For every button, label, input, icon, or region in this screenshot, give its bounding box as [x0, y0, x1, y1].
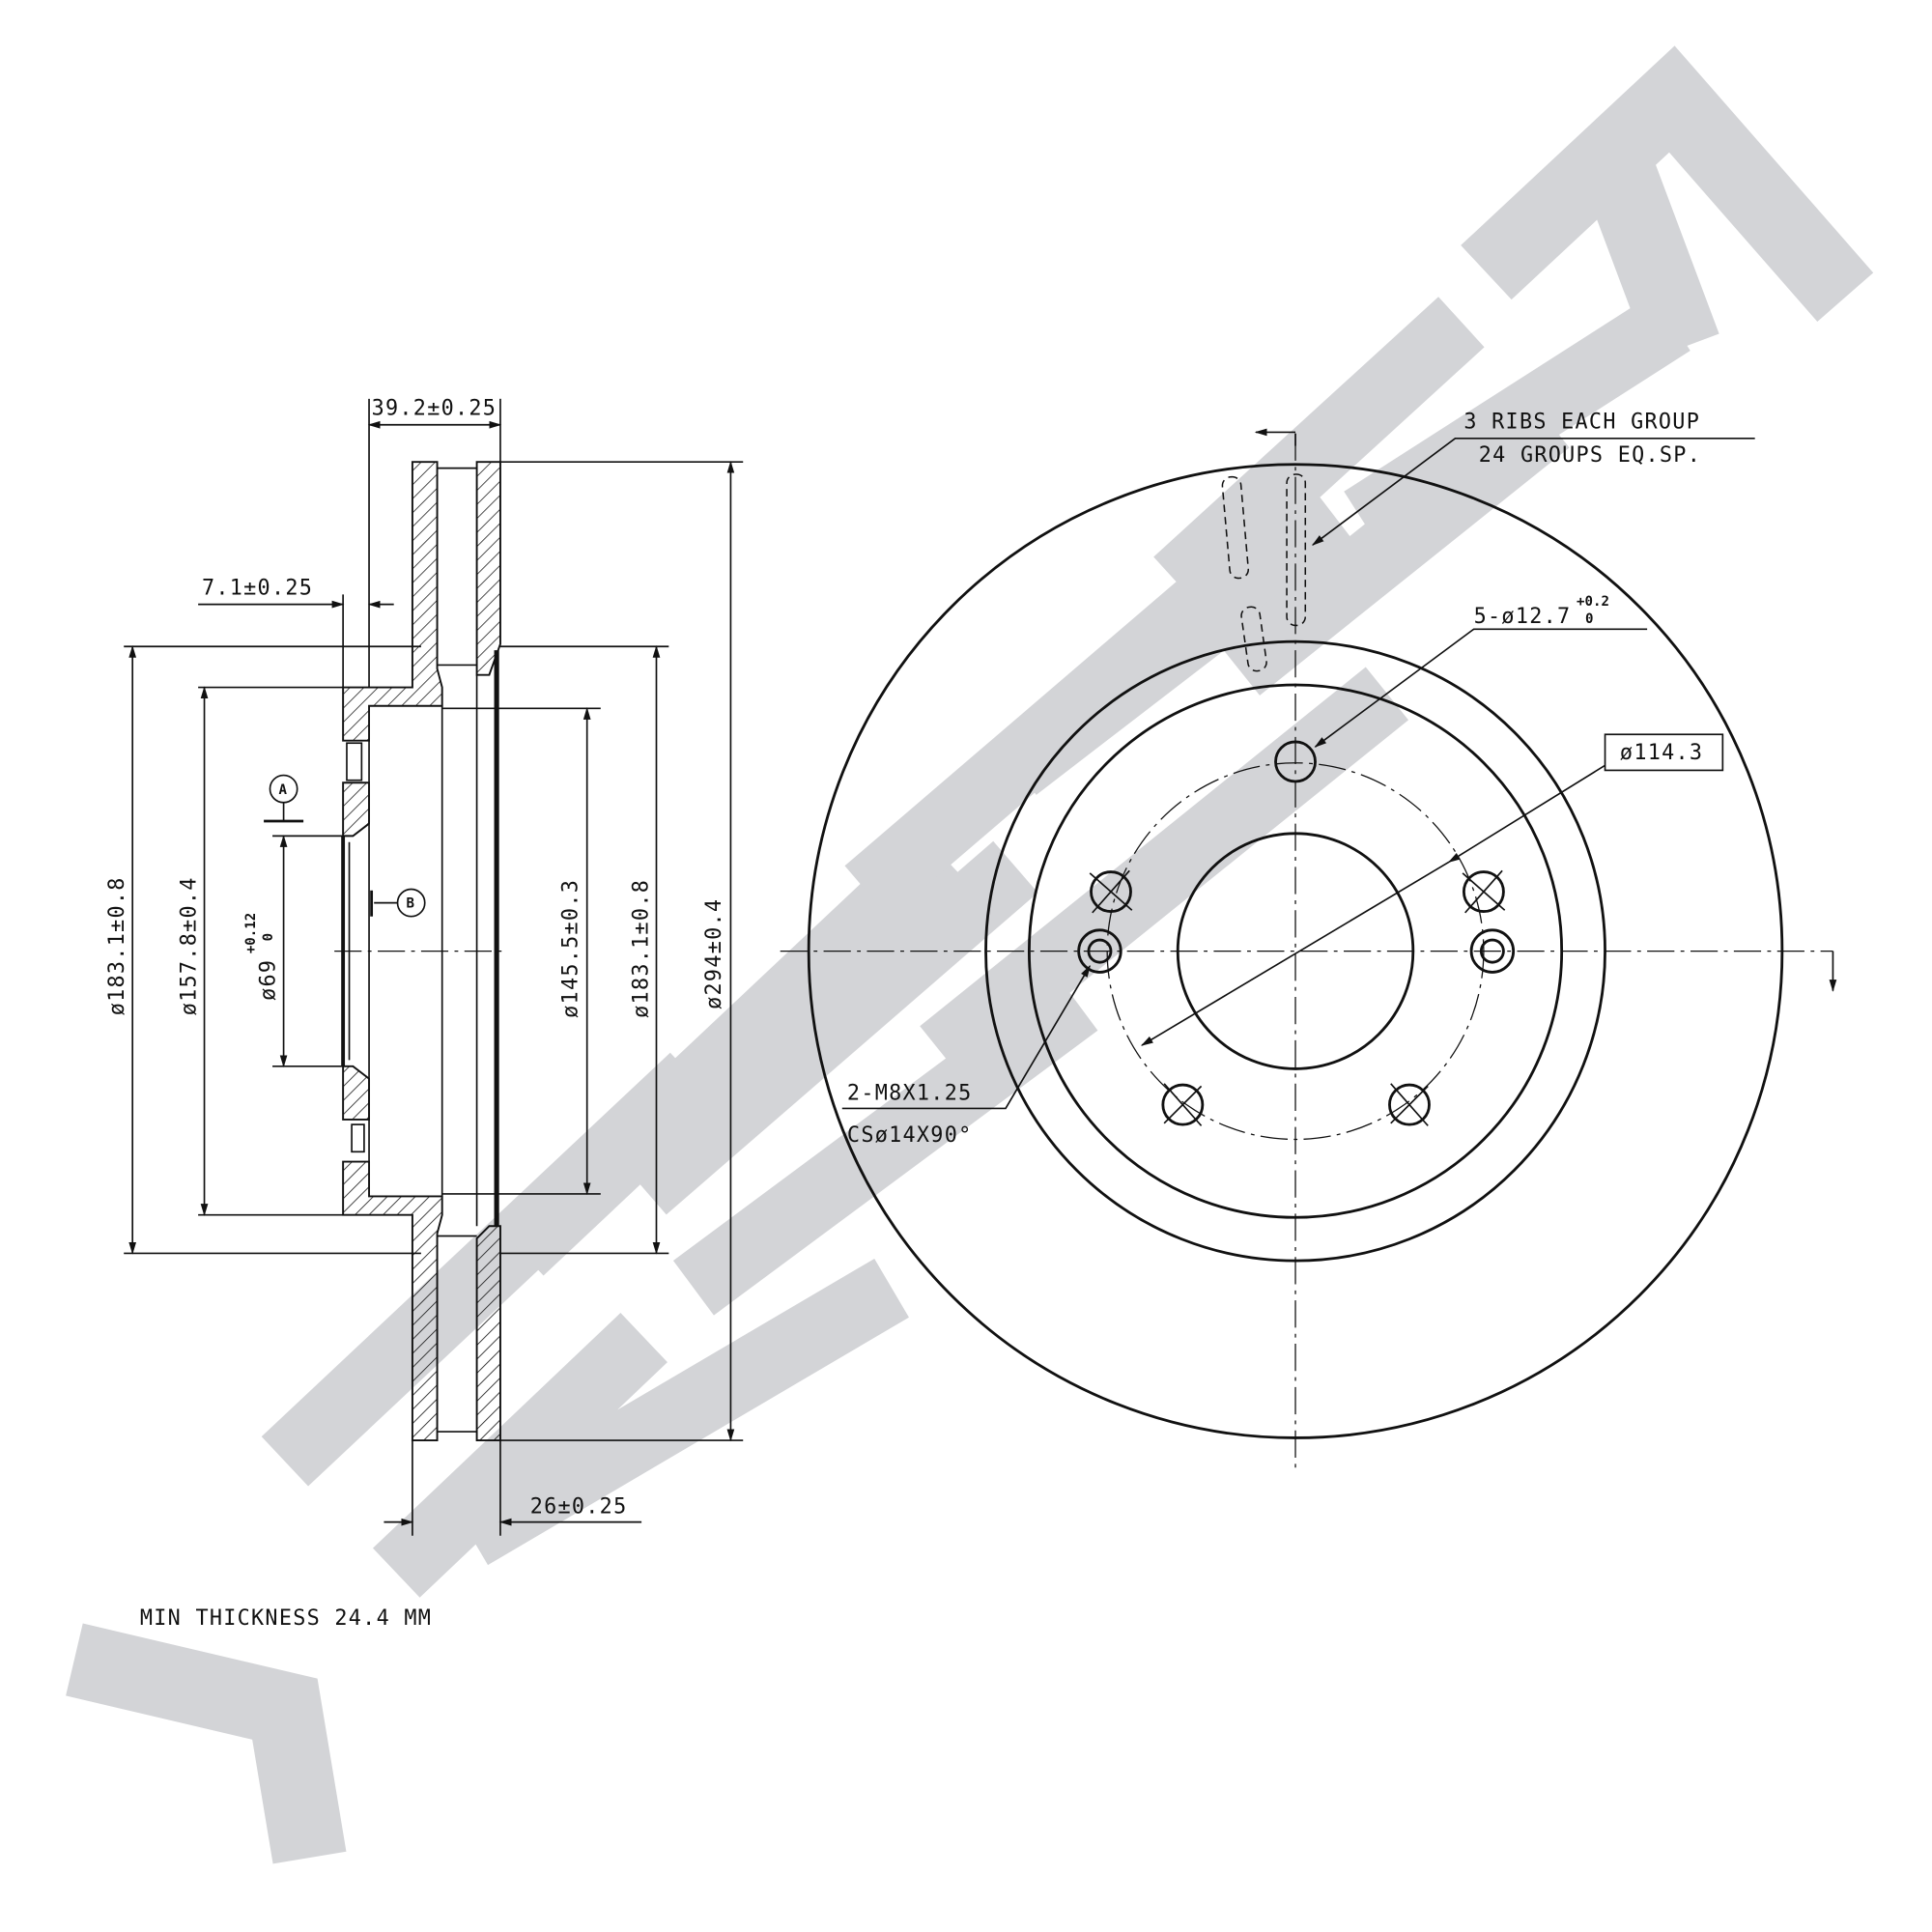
dim-157: ø157.8±0.4: [178, 876, 202, 1015]
dim-294: ø294±0.4: [702, 898, 726, 1009]
pcd-box: [1604, 733, 1724, 772]
min-thickness-note: MIN THICKNESS 24.4 MM: [140, 1606, 432, 1631]
dim-outer-183-right: ø183.1±0.8: [630, 879, 654, 1018]
hub-section-lower: [342, 1065, 371, 1121]
dim-bore-tol-upper: +0.12: [243, 913, 259, 953]
datum-a: A: [278, 782, 287, 798]
outboard-plate-section-lower: [342, 1160, 443, 1441]
holes-tol-lower: 0: [1585, 611, 1594, 627]
dim-145: ø145.5±0.3: [558, 879, 582, 1018]
thread-note-line2: CSø14X90°: [847, 1123, 973, 1148]
dim-outer-183-left: ø183.1±0.8: [105, 876, 129, 1015]
section-view: 39.2±0.25 7.1±0.25 ø183.1±0.8 ø157.8±0.4…: [105, 396, 744, 1631]
ribs-note-line2: 24 GROUPS EQ.SP.: [1479, 443, 1701, 468]
threaded-holes: [1077, 928, 1516, 974]
inboard-plate-section-lower: [475, 1225, 501, 1441]
holes-tol-upper: +0.2: [1577, 594, 1609, 610]
outboard-plate-section: [342, 461, 443, 742]
datum-b: B: [407, 896, 415, 912]
rib-slots: [1221, 473, 1307, 672]
thread-note-line1: 2-M8X1.25: [847, 1081, 973, 1105]
ribs-note-line1: 3 RIBS EACH GROUP: [1463, 411, 1700, 435]
holes-note: 5-ø12.7: [1474, 605, 1572, 629]
hub-section-upper: [342, 781, 371, 838]
inboard-plate-section: [475, 461, 501, 676]
pcd-value: ø114.3: [1620, 741, 1703, 765]
bolt-holes: [1089, 740, 1506, 1126]
front-view: 3 RIBS EACH GROUP 24 GROUPS EQ.SP. 5-ø12…: [780, 411, 1837, 1474]
dim-bore-tol-lower: 0: [261, 933, 276, 942]
dim-overall-width: 39.2±0.25: [372, 396, 497, 420]
dim-hat-thickness: 7.1±0.25: [202, 576, 313, 600]
dim-disc-thickness: 26±0.25: [530, 1495, 628, 1520]
watermark-logo: [66, 45, 1874, 1864]
dim-bore: ø69: [257, 959, 281, 1001]
